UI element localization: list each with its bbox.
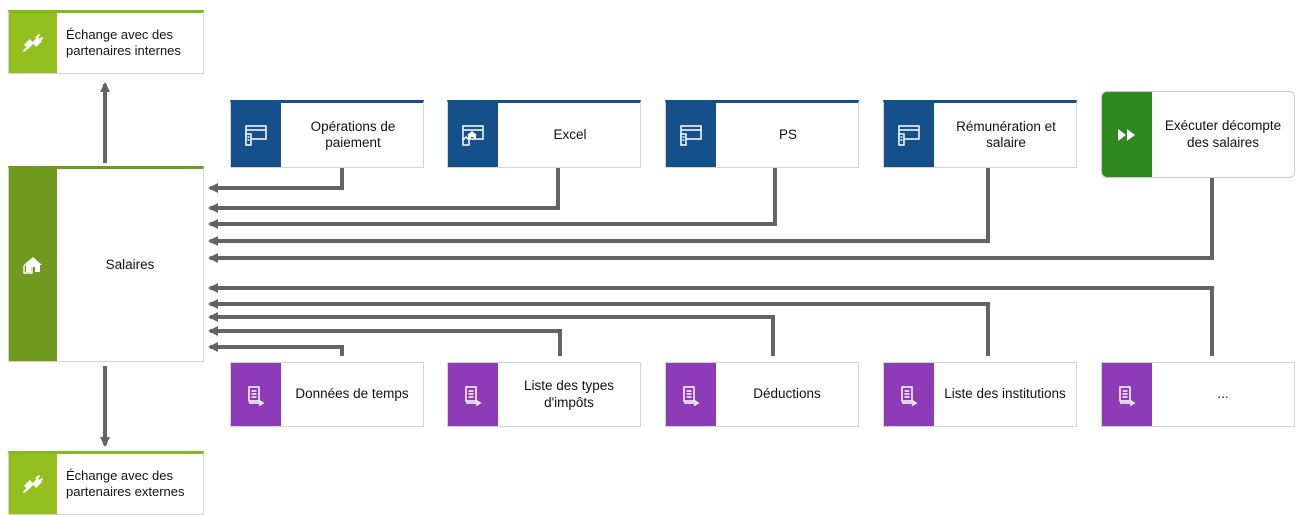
application-node-ps[interactable]: PS <box>665 100 859 168</box>
link-executer-decompte <box>208 178 1214 263</box>
link-liste-types-impots <box>208 326 562 356</box>
link-remuneration <box>208 168 990 246</box>
document-arrow-icon <box>666 363 716 426</box>
application-label: Opérations de paiement <box>310 118 396 150</box>
data-node-donnees-temps[interactable]: Données de temps <box>230 362 424 427</box>
app-window-icon <box>666 103 716 167</box>
link-excel <box>208 168 560 213</box>
house-icon <box>9 169 57 361</box>
link-ps <box>208 168 777 229</box>
document-arrow-icon <box>231 363 281 426</box>
link-donnees-temps <box>208 342 344 356</box>
app-window-icon <box>884 103 934 167</box>
application-node-remuneration[interactable]: Rémunération et salaire <box>883 100 1077 168</box>
data-node-liste-institutions[interactable]: Liste des institutions <box>883 362 1077 427</box>
fast-forward-icon <box>1102 92 1152 177</box>
plug-icon <box>9 13 57 73</box>
data-node-ellipsis[interactable]: ... <box>1101 362 1295 427</box>
link-ellipsis-data <box>208 283 1214 356</box>
application-node-operations-paiement[interactable]: Opérations de paiement <box>230 100 424 168</box>
data-label: Déductions <box>753 386 821 402</box>
application-node-excel[interactable]: Excel <box>447 100 641 168</box>
internal-partner-label: Échange avec des partenaires internes <box>66 27 181 58</box>
application-label: Excel <box>553 126 587 142</box>
data-label: ... <box>1217 386 1229 402</box>
data-node-deductions[interactable]: Déductions <box>665 362 859 427</box>
data-label: Liste des institutions <box>944 386 1066 402</box>
internal-partner-node[interactable]: Échange avec des partenaires internes <box>8 10 204 74</box>
app-window-house-icon <box>448 103 498 167</box>
application-label: Rémunération et salaire <box>956 118 1056 150</box>
external-partner-label: Échange avec des partenaires externes <box>66 468 185 499</box>
data-label: Liste des types d'impôts <box>523 378 615 410</box>
data-node-liste-types-impots[interactable]: Liste des types d'impôts <box>447 362 641 427</box>
link-operations-paiement <box>208 168 344 193</box>
external-partner-node[interactable]: Échange avec des partenaires externes <box>8 451 204 515</box>
document-arrow-icon <box>448 363 498 426</box>
salaires-group-node[interactable]: Salaires <box>8 166 204 362</box>
document-arrow-icon <box>884 363 934 426</box>
link-liste-institutions <box>208 299 990 356</box>
plug-icon <box>9 454 57 514</box>
data-label: Données de temps <box>295 386 409 402</box>
link-deductions <box>208 312 775 356</box>
app-window-icon <box>231 103 281 167</box>
function-label: Exécuter décompte des salaires <box>1164 118 1282 150</box>
application-label: PS <box>778 126 797 142</box>
salaires-label: Salaires <box>105 256 155 272</box>
function-node-executer-decompte[interactable]: Exécuter décompte des salaires <box>1101 91 1295 178</box>
document-arrow-icon <box>1102 363 1152 426</box>
